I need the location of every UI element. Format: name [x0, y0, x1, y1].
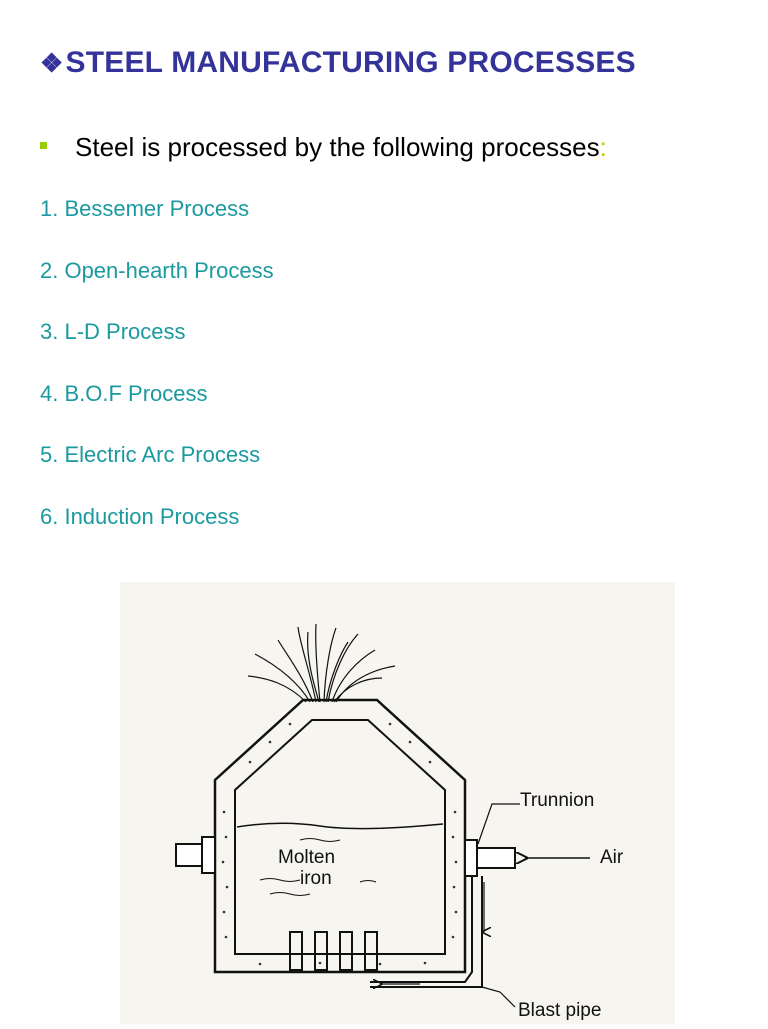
right-trunnion — [464, 839, 516, 877]
intro-text: Steel is processed by the following proc… — [75, 132, 600, 162]
process-item-4: 4. B.O.F Process — [40, 380, 208, 406]
converter-outer-shell — [213, 698, 467, 974]
process-item-2: 2. Open-hearth Process — [40, 257, 274, 283]
trunnion-label: Trunnion — [520, 790, 595, 811]
trunnion-leader — [477, 803, 520, 845]
molten-label: Molten — [278, 847, 336, 868]
square-bullet-icon — [40, 141, 47, 149]
blast-pipe-label: Blast pipe — [518, 1000, 602, 1021]
molten-waves — [259, 838, 377, 896]
refractory-dots — [221, 722, 458, 966]
tuyeres — [289, 931, 378, 971]
process-item-5: 5. Electric Arc Process — [40, 442, 261, 467]
air-label: Air — [600, 847, 624, 868]
process-item-6: 6. Induction Process — [40, 503, 240, 529]
bessemer-converter-diagram — [175, 623, 590, 1008]
left-trunnion — [175, 836, 216, 874]
iron-label: iron — [300, 868, 332, 889]
bessemer-converter-figure: Trunnion Air Molten iron Blast pipe — [120, 582, 675, 1024]
process-item-1: 1. Bessemer Process — [40, 196, 250, 221]
intro-colon: : — [599, 132, 607, 162]
slide-title-text: STEEL MANUFACTURING PROCESSES — [65, 46, 636, 79]
converter-inner-lining — [234, 719, 446, 955]
blast-pipe-leader — [481, 986, 516, 1008]
process-item-3: 3. L-D Process — [40, 319, 186, 344]
intro-bullet: Steel is processed by the following proc… — [40, 132, 607, 163]
blast-pipe — [370, 876, 473, 983]
molten-surface — [236, 822, 444, 830]
flame-sparks — [247, 623, 396, 703]
diamond-bullet-icon: ❖ — [40, 48, 64, 78]
process-list: 1. Bessemer Process 2. Open-hearth Proce… — [40, 196, 274, 565]
slide-title: ❖STEEL MANUFACTURING PROCESSES — [40, 46, 636, 80]
